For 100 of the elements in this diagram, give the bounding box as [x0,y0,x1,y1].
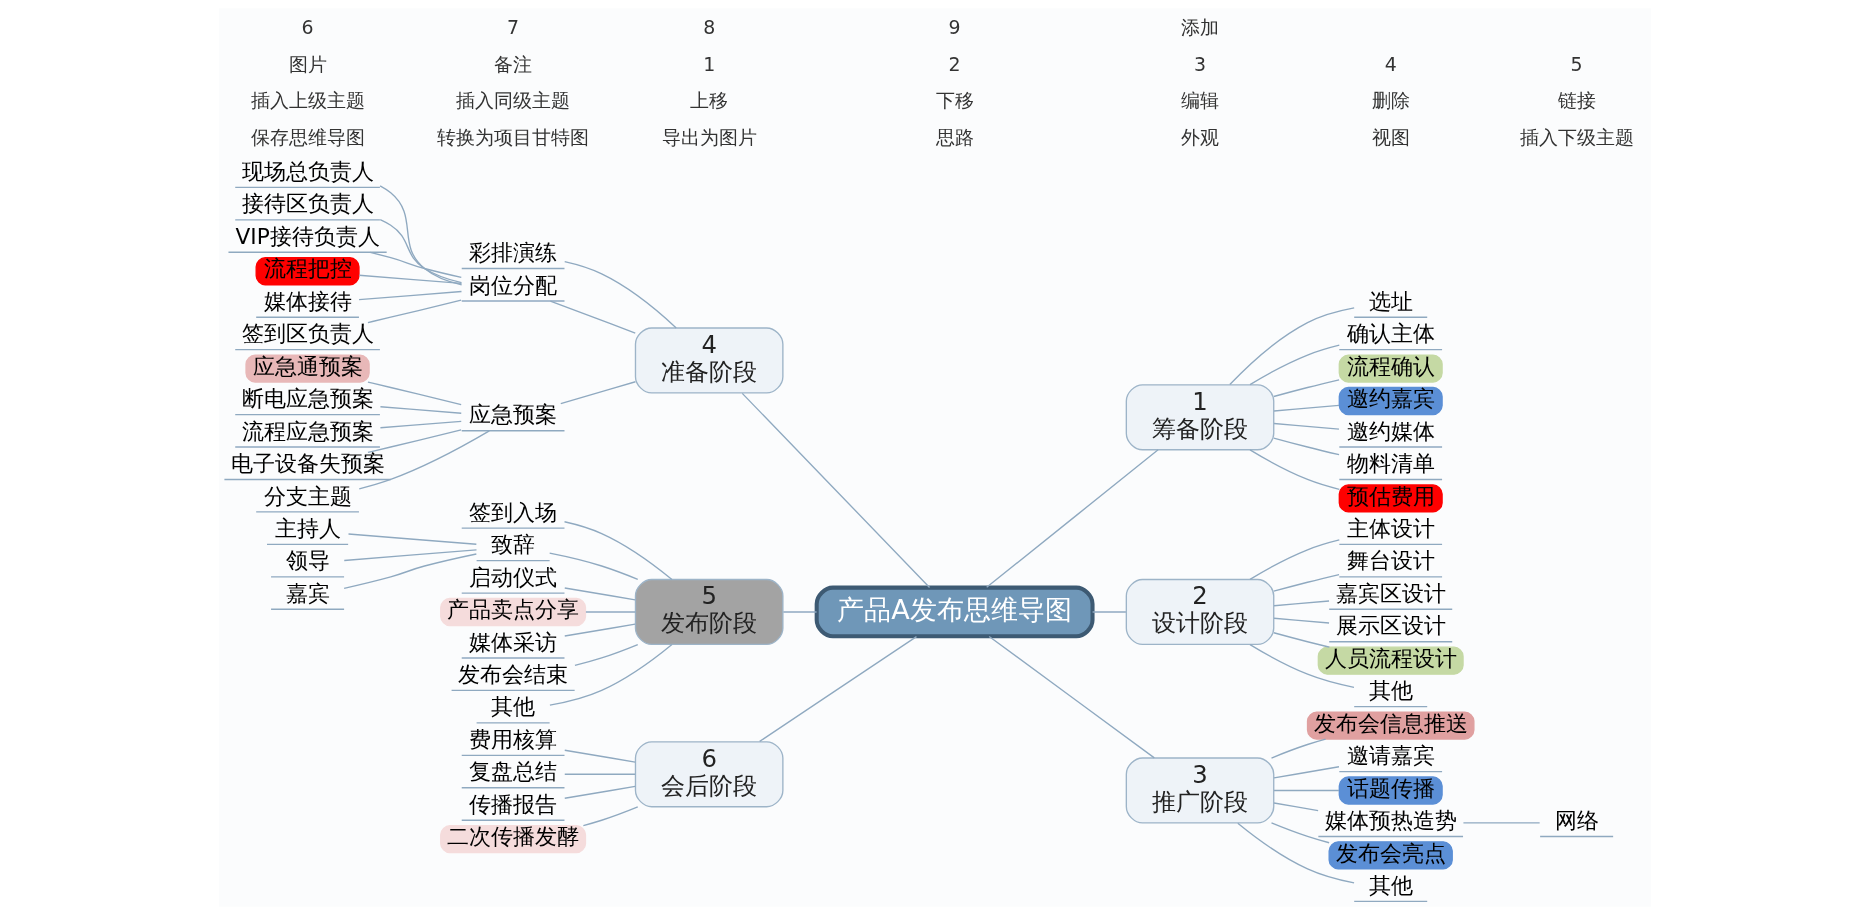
connector [1273,573,1340,592]
node-text: 签到入场 [469,499,558,525]
connector [549,643,673,706]
node-text: 断电应急预案 [241,386,374,412]
node-text: 复盘总结 [469,759,558,785]
node-text: 主体设计 [1346,516,1435,541]
label: 删除 [1371,89,1410,112]
node-text: 应急预案 [469,402,558,428]
connector [1229,307,1355,386]
connector [1270,822,1330,844]
connector [560,381,637,405]
connector [1273,404,1340,412]
node-box: 产品A发布思维导图 [814,585,1095,639]
node-box: 产品卖点分享 [440,597,587,627]
label: 7 [507,16,520,39]
connector [1249,644,1355,689]
connector [1273,600,1330,607]
node-box: 4 准备阶段 [634,327,784,394]
node-text: 其他 [1368,872,1413,898]
node-text: 领导 [285,548,330,574]
label: 5 [1570,52,1583,75]
node-box: 应急通预案 [245,354,370,383]
connector [758,635,918,743]
label: 链接 [1557,89,1596,112]
connector [1273,379,1340,398]
connector [549,300,636,334]
node-box: 5 发布阶段 [634,578,784,646]
node-box: 1 筹备阶段 [1125,384,1275,451]
connector [1249,539,1340,580]
connector [1249,449,1340,491]
connector [1273,789,1340,792]
connector [1237,822,1355,884]
node-text: 邀请嘉宾 [1346,743,1435,769]
connector [1273,766,1340,779]
connector [1273,632,1331,648]
connector [564,587,636,601]
connector [986,449,1159,588]
label: 外观 [1181,125,1220,148]
node-text: 嘉宾区设计 [1335,580,1446,606]
node-text: 致辞 [491,532,536,558]
node-box: 2 设计阶段 [1125,578,1275,646]
node-text: 传播报告 [469,791,558,817]
node-box: 3 推广阶段 [1125,757,1275,824]
node-box: 流程确认 [1338,354,1443,383]
label: 保存思维导图 [250,125,365,148]
node-text: 确认主体 [1346,321,1435,347]
label: 1 [703,52,716,75]
connector [564,623,636,637]
connector [358,290,463,301]
connector [1091,611,1127,613]
connector [564,749,636,763]
connector [379,218,463,284]
connector [1270,738,1327,759]
connector [1273,437,1340,456]
connector [343,553,477,589]
connector [741,392,931,589]
label: 添加 [1181,16,1220,39]
label: 转换为项目甘特图 [437,125,590,148]
label: 插入上级主题 [250,89,365,112]
connector [1273,422,1340,430]
connector [358,274,463,285]
connector [343,549,478,562]
node-text: 现场总负责人 [241,159,374,185]
connector [988,635,1155,759]
node-box: 6 会后阶段 [634,741,784,808]
node-text: 其他 [1368,678,1413,704]
node-text: 发布会结束 [458,662,569,688]
node-text: 费用核算 [469,726,558,752]
node-text: 媒体预热造势 [1324,808,1457,834]
connector [347,533,477,545]
connector [782,611,818,613]
connector [564,261,677,329]
node-text: 物料清单 [1346,451,1435,477]
node-text: 媒体接待 [263,288,352,314]
node-box: 发布会信息推送 [1306,711,1475,740]
node-box: 二次传播发酵 [440,824,587,854]
connector [1273,617,1330,624]
connector [1249,344,1340,386]
node-text: 其他 [491,694,536,720]
connector [564,773,636,775]
node-text: 选址 [1368,288,1413,314]
connector [358,430,490,490]
node-text: 分支主题 [263,483,352,509]
connector [564,785,636,799]
label: 导出为图片 [661,125,757,148]
label: 思路 [935,125,974,148]
connector [379,420,462,429]
connector [1462,822,1541,824]
node-text: 邀约媒体 [1346,418,1435,444]
label: 编辑 [1181,89,1220,112]
label: 插入同级主题 [456,89,571,112]
label: 上移 [690,89,729,112]
label: 图片 [288,52,327,75]
label: 视图 [1371,125,1410,148]
node-box: 人员流程设计 [1317,646,1464,675]
node-box: 话题传播 [1338,776,1443,805]
node-text: 嘉宾 [285,580,330,606]
label: 插入下级主题 [1519,125,1634,148]
label: 下移 [935,89,974,112]
connector [563,521,673,581]
